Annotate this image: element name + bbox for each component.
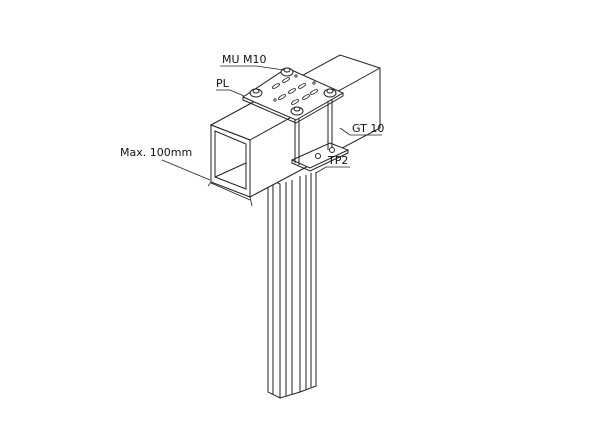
- nut-icon: [290, 106, 304, 116]
- lower-plate: [290, 142, 350, 172]
- top-plate: [241, 67, 345, 124]
- threaded-rods: [294, 100, 333, 165]
- plate-label: PL: [216, 77, 229, 90]
- nut-icon: [280, 67, 294, 77]
- channel-post: [267, 172, 317, 399]
- threaded-rod-label: GT 10: [352, 122, 385, 135]
- max-dimension-label: Max. 100mm: [120, 146, 193, 159]
- nut-label: MU M10: [222, 53, 267, 66]
- nut-icon: [323, 88, 337, 98]
- nut-icon: [249, 88, 263, 98]
- lower-plate-label: TP2: [328, 154, 349, 167]
- leader-lines: [161, 65, 382, 207]
